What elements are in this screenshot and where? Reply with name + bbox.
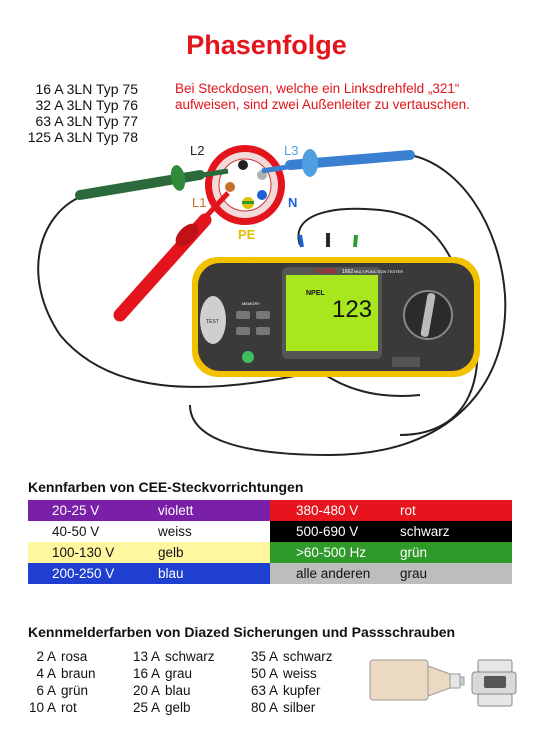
display-value: 123 xyxy=(332,296,372,323)
svg-text:TEST: TEST xyxy=(206,319,219,325)
diazed-fuse-icon xyxy=(369,659,517,707)
svg-text:FLUKE: FLUKE xyxy=(316,269,336,275)
socket-type-2: 32 A 3LN Typ 76 xyxy=(35,97,139,113)
label-l3: L3 xyxy=(284,143,298,158)
tester-display xyxy=(286,275,378,351)
page-title: Phasenfolge xyxy=(186,30,347,60)
label-l1: L1 xyxy=(192,195,206,210)
label-n: N xyxy=(288,195,297,210)
note-line-2: aufweisen, sind zwei Außenleiter zu vert… xyxy=(175,97,470,112)
label-l2: L2 xyxy=(190,143,204,158)
svg-text:MEMORY: MEMORY xyxy=(242,301,260,306)
fuse-section-title: Kennmelderfarben von Diazed Sicherungen … xyxy=(28,624,456,640)
socket-type-3: 63 A 3LN Typ 77 xyxy=(35,113,139,129)
label-pe: PE xyxy=(238,227,256,242)
socket-type-1: 16 A 3LN Typ 75 xyxy=(35,81,139,97)
svg-text:NPEL: NPEL xyxy=(306,290,325,297)
phase-sequence-diagram: L2 L3 L1 N PE FLUKE 1662 MULTIFUNCTION T… xyxy=(37,143,507,457)
socket-type-4: 125 A 3LN Typ 78 xyxy=(27,129,138,145)
power-icon xyxy=(242,351,254,363)
svg-text:1662: 1662 xyxy=(342,269,353,275)
test-button[interactable] xyxy=(200,296,226,344)
cee-section-title: Kennfarben von CEE-Steckvorrichtungen xyxy=(28,479,304,495)
svg-text:MULTIFUNCTION TESTER: MULTIFUNCTION TESTER xyxy=(354,269,403,274)
note-line-1: Bei Steckdosen, welche ein Linksdrehfeld… xyxy=(175,81,460,96)
